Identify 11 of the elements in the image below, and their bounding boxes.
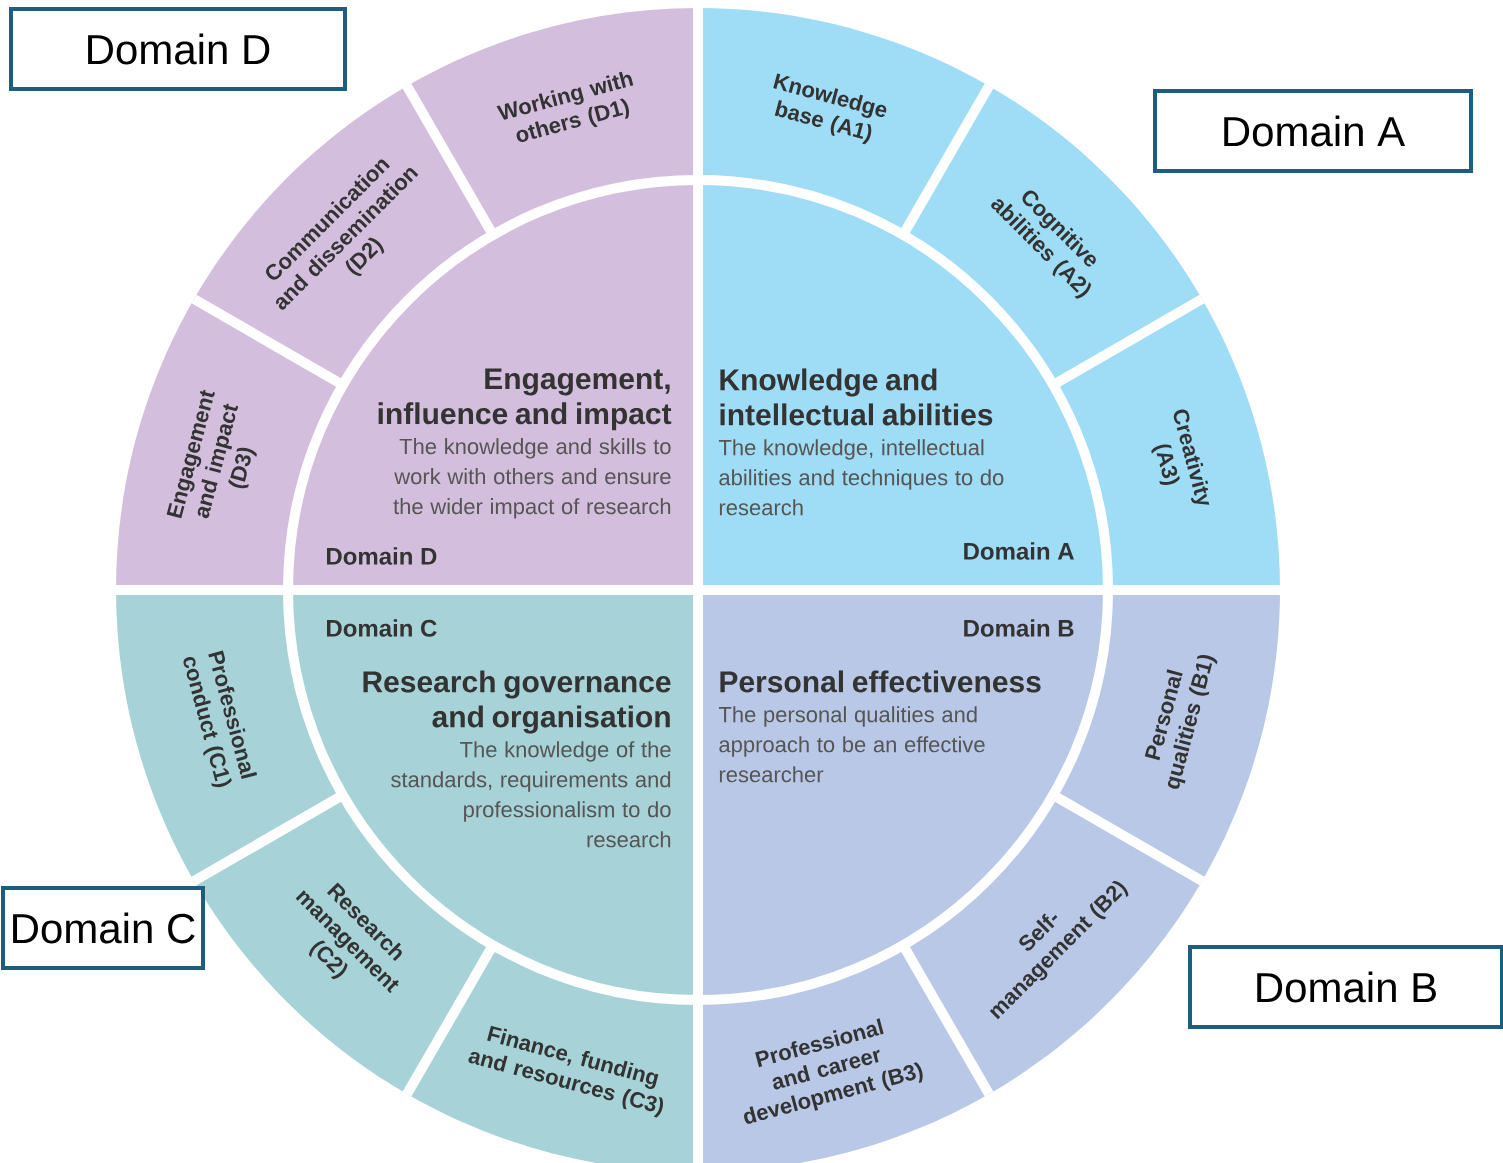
node-label: Research governance and organisation bbox=[363, 670, 671, 734]
domain-label-box: Domain B bbox=[1188, 945, 1503, 1029]
domain-label-box: Domain C bbox=[1, 886, 205, 970]
domain-label-box: Domain A bbox=[1153, 89, 1473, 173]
node-label: The knowledge and skills to work with others and ensure the wider impact of research bbox=[393, 438, 671, 519]
node-label: The personal qualities and approach to be an effective researcher bbox=[718, 706, 985, 783]
node-label: Working with others (D1) bbox=[496, 71, 634, 142]
node-label: The knowledge, intellectual abilities and techniques to do research bbox=[718, 439, 1004, 516]
node-label: Personal effectiveness bbox=[720, 670, 1041, 693]
domain-label-box: Domain D bbox=[9, 7, 347, 91]
node-label: Creativity (A3) bbox=[1151, 409, 1210, 505]
